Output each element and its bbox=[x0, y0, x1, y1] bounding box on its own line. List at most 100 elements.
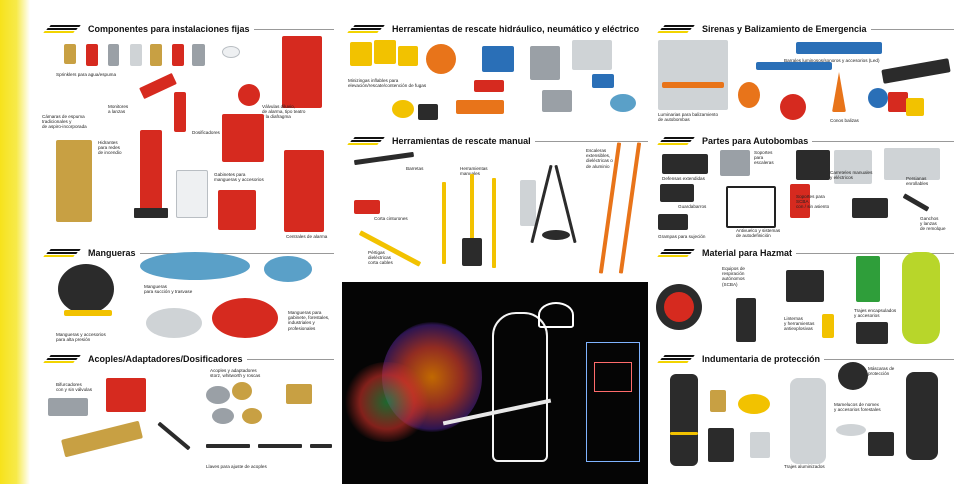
scba-bracket-image bbox=[790, 184, 810, 218]
hose-reel-image bbox=[796, 150, 830, 180]
yellow-accent-bar bbox=[0, 0, 30, 484]
turnout-gear-image bbox=[670, 374, 698, 466]
hydraulic-spreader-image bbox=[530, 46, 560, 80]
section-stripes-icon bbox=[42, 24, 82, 34]
chainsaw-image bbox=[456, 100, 504, 114]
flashlight-image bbox=[822, 314, 834, 338]
foam-nozzle-image bbox=[61, 420, 143, 458]
high-pressure-reel-image bbox=[58, 264, 114, 314]
caption-barretas: Barretas bbox=[406, 166, 424, 171]
coverall-image bbox=[906, 372, 938, 460]
caption-valvulas: Válvulas diluvio, de alarma, tipo teatro… bbox=[262, 104, 306, 120]
spanner-image bbox=[310, 444, 332, 448]
drill-image bbox=[474, 80, 504, 92]
section-stripes-icon bbox=[656, 136, 696, 146]
section-title: Partes para Autobombas bbox=[702, 136, 809, 146]
rescuer-image bbox=[520, 180, 536, 226]
belt-cutter-image bbox=[354, 200, 380, 214]
sprinkler-image bbox=[192, 44, 205, 66]
section-title: Herramientas de rescate hidráulico, neum… bbox=[392, 24, 640, 34]
section-rescate-hidraulico: Herramientas de rescate hidráulico, neum… bbox=[346, 22, 648, 130]
bumper-image bbox=[662, 154, 708, 174]
section-stripes-icon bbox=[42, 354, 82, 364]
caption-monitores: Monitores a lanzas bbox=[108, 104, 129, 115]
equipment-outline-image bbox=[594, 362, 632, 392]
caption-accesorios: Mangueras y accesorios para alta presión bbox=[56, 332, 106, 343]
section-stripes-icon bbox=[656, 24, 696, 34]
caption-enrollables: Persianas enrollables bbox=[906, 176, 929, 187]
light-bar-image bbox=[796, 42, 882, 54]
valve-assembly-image bbox=[282, 36, 322, 108]
sprinkler-image bbox=[130, 44, 142, 66]
section-stripes-icon bbox=[656, 354, 696, 364]
caption-ganchos: Ganchos y lanzas de remolque bbox=[920, 216, 946, 232]
caption-mascaras: Máscaras de protección bbox=[868, 366, 895, 377]
alarm-valve-image bbox=[222, 114, 264, 162]
detector-image bbox=[222, 46, 240, 58]
flashlight-kit-image bbox=[786, 270, 824, 302]
section-autobombas: Partes para Autobombas Defensas extendid… bbox=[656, 134, 954, 246]
lifting-bag-image bbox=[350, 42, 372, 66]
crowbar-image bbox=[353, 151, 415, 166]
sign-image bbox=[906, 98, 924, 116]
led-bar-image bbox=[881, 58, 951, 84]
firefighter-outline-image bbox=[492, 312, 548, 462]
adapter-image bbox=[286, 384, 312, 404]
dosificador-image bbox=[174, 92, 186, 132]
caption-trajes: Trajes encapsulados y accesorios bbox=[854, 308, 897, 319]
caption-adaptadores: Acoples y adaptadores storz, whitworth y… bbox=[210, 368, 261, 379]
forestry-boots-image bbox=[868, 432, 894, 456]
equipment-outline-image bbox=[586, 342, 640, 462]
caption-grampas: Grampas para sujeción bbox=[658, 234, 706, 239]
winch-image bbox=[852, 198, 888, 218]
caption-equipos: Equipos de respiración autónomos (SCBA) bbox=[722, 266, 745, 287]
white-hose-roll-image bbox=[146, 308, 202, 338]
suction-hose-image bbox=[140, 252, 250, 280]
ventilation-fan-ring-image bbox=[664, 292, 694, 322]
hazmat-suit-image bbox=[902, 252, 940, 344]
section-title: Componentes para instalaciones fijas bbox=[88, 24, 250, 34]
section-hazmat: Material para Hazmat Equipos de respirac… bbox=[656, 246, 954, 350]
lifting-bag-image bbox=[398, 46, 418, 66]
fire-truck-rear-image bbox=[658, 40, 728, 110]
hose-image bbox=[610, 94, 636, 112]
caption-scba: Soportes para SCBA con / sin asiento bbox=[796, 194, 830, 210]
caption-hidrantes: Hidrantes para redes de incendio bbox=[98, 140, 122, 156]
coupling-image bbox=[232, 382, 252, 400]
caption-barrales: Barrales luminosos/sonoros y accesorios … bbox=[784, 58, 880, 63]
coupling-image bbox=[242, 408, 262, 424]
aluminized-suit-image bbox=[790, 378, 826, 464]
spanner-image bbox=[206, 444, 250, 448]
section-stripes-icon bbox=[346, 136, 386, 146]
ladder-rail-image bbox=[618, 142, 642, 274]
axe-handle-image bbox=[442, 182, 446, 264]
sprinkler-image bbox=[150, 44, 162, 66]
sign-image bbox=[888, 92, 908, 112]
caption-conos: Conos balizas bbox=[830, 118, 859, 123]
siren-image bbox=[780, 94, 806, 120]
caption-centrales: Centrales de alarma bbox=[286, 234, 328, 239]
sprinkler-image bbox=[108, 44, 119, 66]
section-rescate-manual: Herramientas de rescate manual Barretas … bbox=[346, 134, 648, 280]
caption-llaves: Llaves para ajuste de acoples bbox=[206, 464, 267, 469]
section-title: Indumentaria de protección bbox=[702, 354, 821, 364]
roller-shutter-image bbox=[884, 148, 940, 180]
monitor-image bbox=[139, 72, 177, 100]
hydrant-stand-image bbox=[134, 208, 168, 218]
hose-coil-image bbox=[392, 100, 414, 118]
section-mangueras: Mangueras Mangueras y accesorios para al… bbox=[42, 246, 334, 350]
hydrant-image bbox=[140, 130, 162, 210]
section-indumentaria: Indumentaria de protección Trajes alumin… bbox=[656, 352, 954, 480]
spanner-image bbox=[157, 421, 191, 451]
spanner-image bbox=[258, 444, 302, 448]
section-acoples: Acoples/Adaptadores/Dosificadores Bifurc… bbox=[42, 352, 334, 480]
caption-gabinete: Mangueras para gabinete, forestales, ind… bbox=[288, 310, 330, 331]
caption-herramientas: Herramientas manuales bbox=[460, 166, 488, 176]
hose-reel-image bbox=[834, 150, 872, 184]
cabinet-red-image bbox=[218, 190, 256, 230]
caption-mamelucos: Mamelucos de nomex y accesorios forestal… bbox=[834, 402, 881, 413]
caption-carreteles: Carreteles manuales y eléctricos bbox=[830, 170, 873, 181]
caption-antivuelco: Antivuelco y sistemas de autodefinición bbox=[736, 228, 781, 239]
fire-flames-image bbox=[342, 362, 432, 442]
sprinkler-image bbox=[64, 44, 76, 64]
